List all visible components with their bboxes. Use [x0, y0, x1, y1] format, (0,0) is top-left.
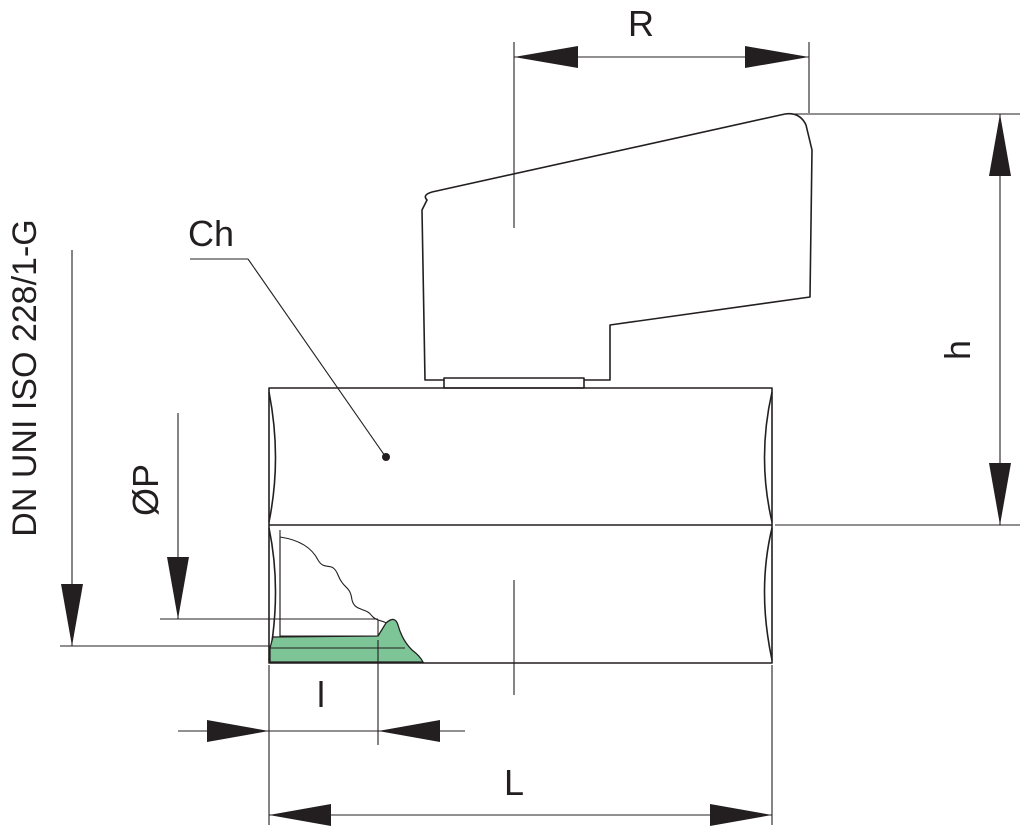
thread-cutaway [269, 536, 425, 663]
dimension-L: L [269, 762, 772, 826]
label-h: h [937, 340, 978, 360]
valve-handle [421, 112, 813, 389]
thread-section [269, 618, 425, 663]
label-L: L [504, 762, 524, 803]
label-Ch: Ch [188, 213, 234, 254]
extension-lines [60, 42, 1020, 825]
dimension-l: l [178, 674, 465, 742]
label-P: ØP [125, 464, 166, 516]
dimension-R: R [514, 3, 809, 68]
label-l: l [317, 674, 325, 715]
dimension-P: ØP [125, 413, 189, 619]
label-standard: DN UNI ISO 228/1-G [6, 219, 44, 536]
dimension-DN: DN UNI ISO 228/1-G [6, 219, 83, 646]
label-R: R [628, 3, 654, 44]
leader-Ch: Ch [188, 213, 390, 461]
dimension-h: h [937, 114, 1011, 525]
